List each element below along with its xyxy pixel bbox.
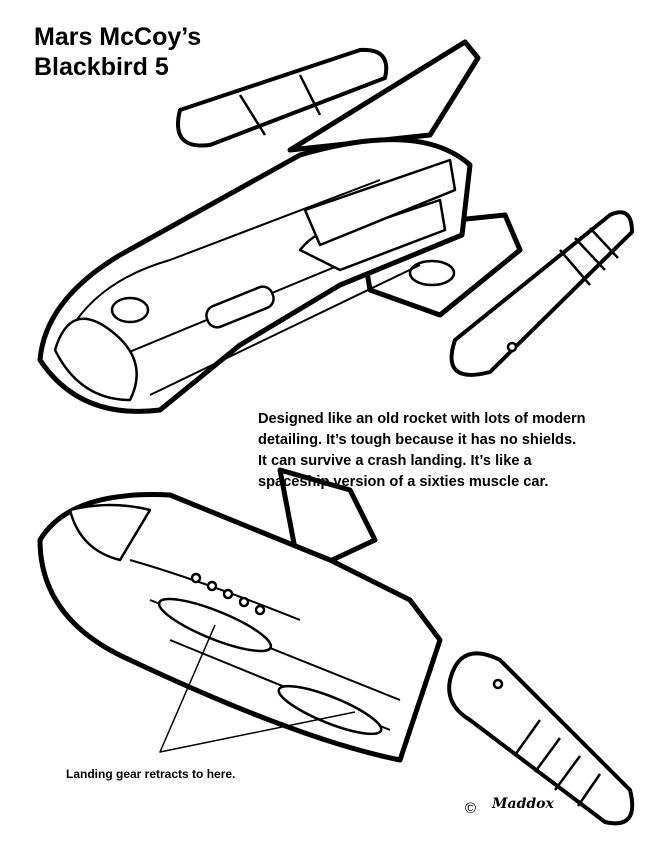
description-line: spaceship version of a sixties muscle ca… [258, 474, 549, 490]
side-window [205, 285, 275, 329]
landing-gear-callout: Landing gear retracts to here. [66, 767, 236, 781]
title-line-1: Mars McCoy’s [34, 23, 202, 51]
callout-arrows [159, 624, 356, 753]
wing-hatch [408, 259, 456, 287]
description: Designed like an old rocket with lots of… [258, 409, 586, 493]
description-line: Designed like an old rocket with lots of… [258, 411, 586, 427]
bottom-pod [447, 651, 635, 826]
artist-signature: Maddox [492, 796, 554, 812]
page-title: Mars McCoy’s Blackbird 5 [34, 22, 201, 82]
spaceship-underside-view [37, 467, 635, 826]
spaceship-top-view [37, 39, 634, 414]
porthole-row [190, 572, 266, 616]
description-line: detailing. It’s tough because it has no … [258, 432, 577, 448]
copyright-symbol: © [465, 800, 477, 817]
cockpit-dome [110, 296, 150, 324]
title-line-2: Blackbird 5 [34, 53, 169, 81]
top-right-pod [449, 210, 634, 377]
description-line: It can survive a crash landing. It’s lik… [258, 453, 532, 469]
top-left-pod [176, 47, 389, 148]
